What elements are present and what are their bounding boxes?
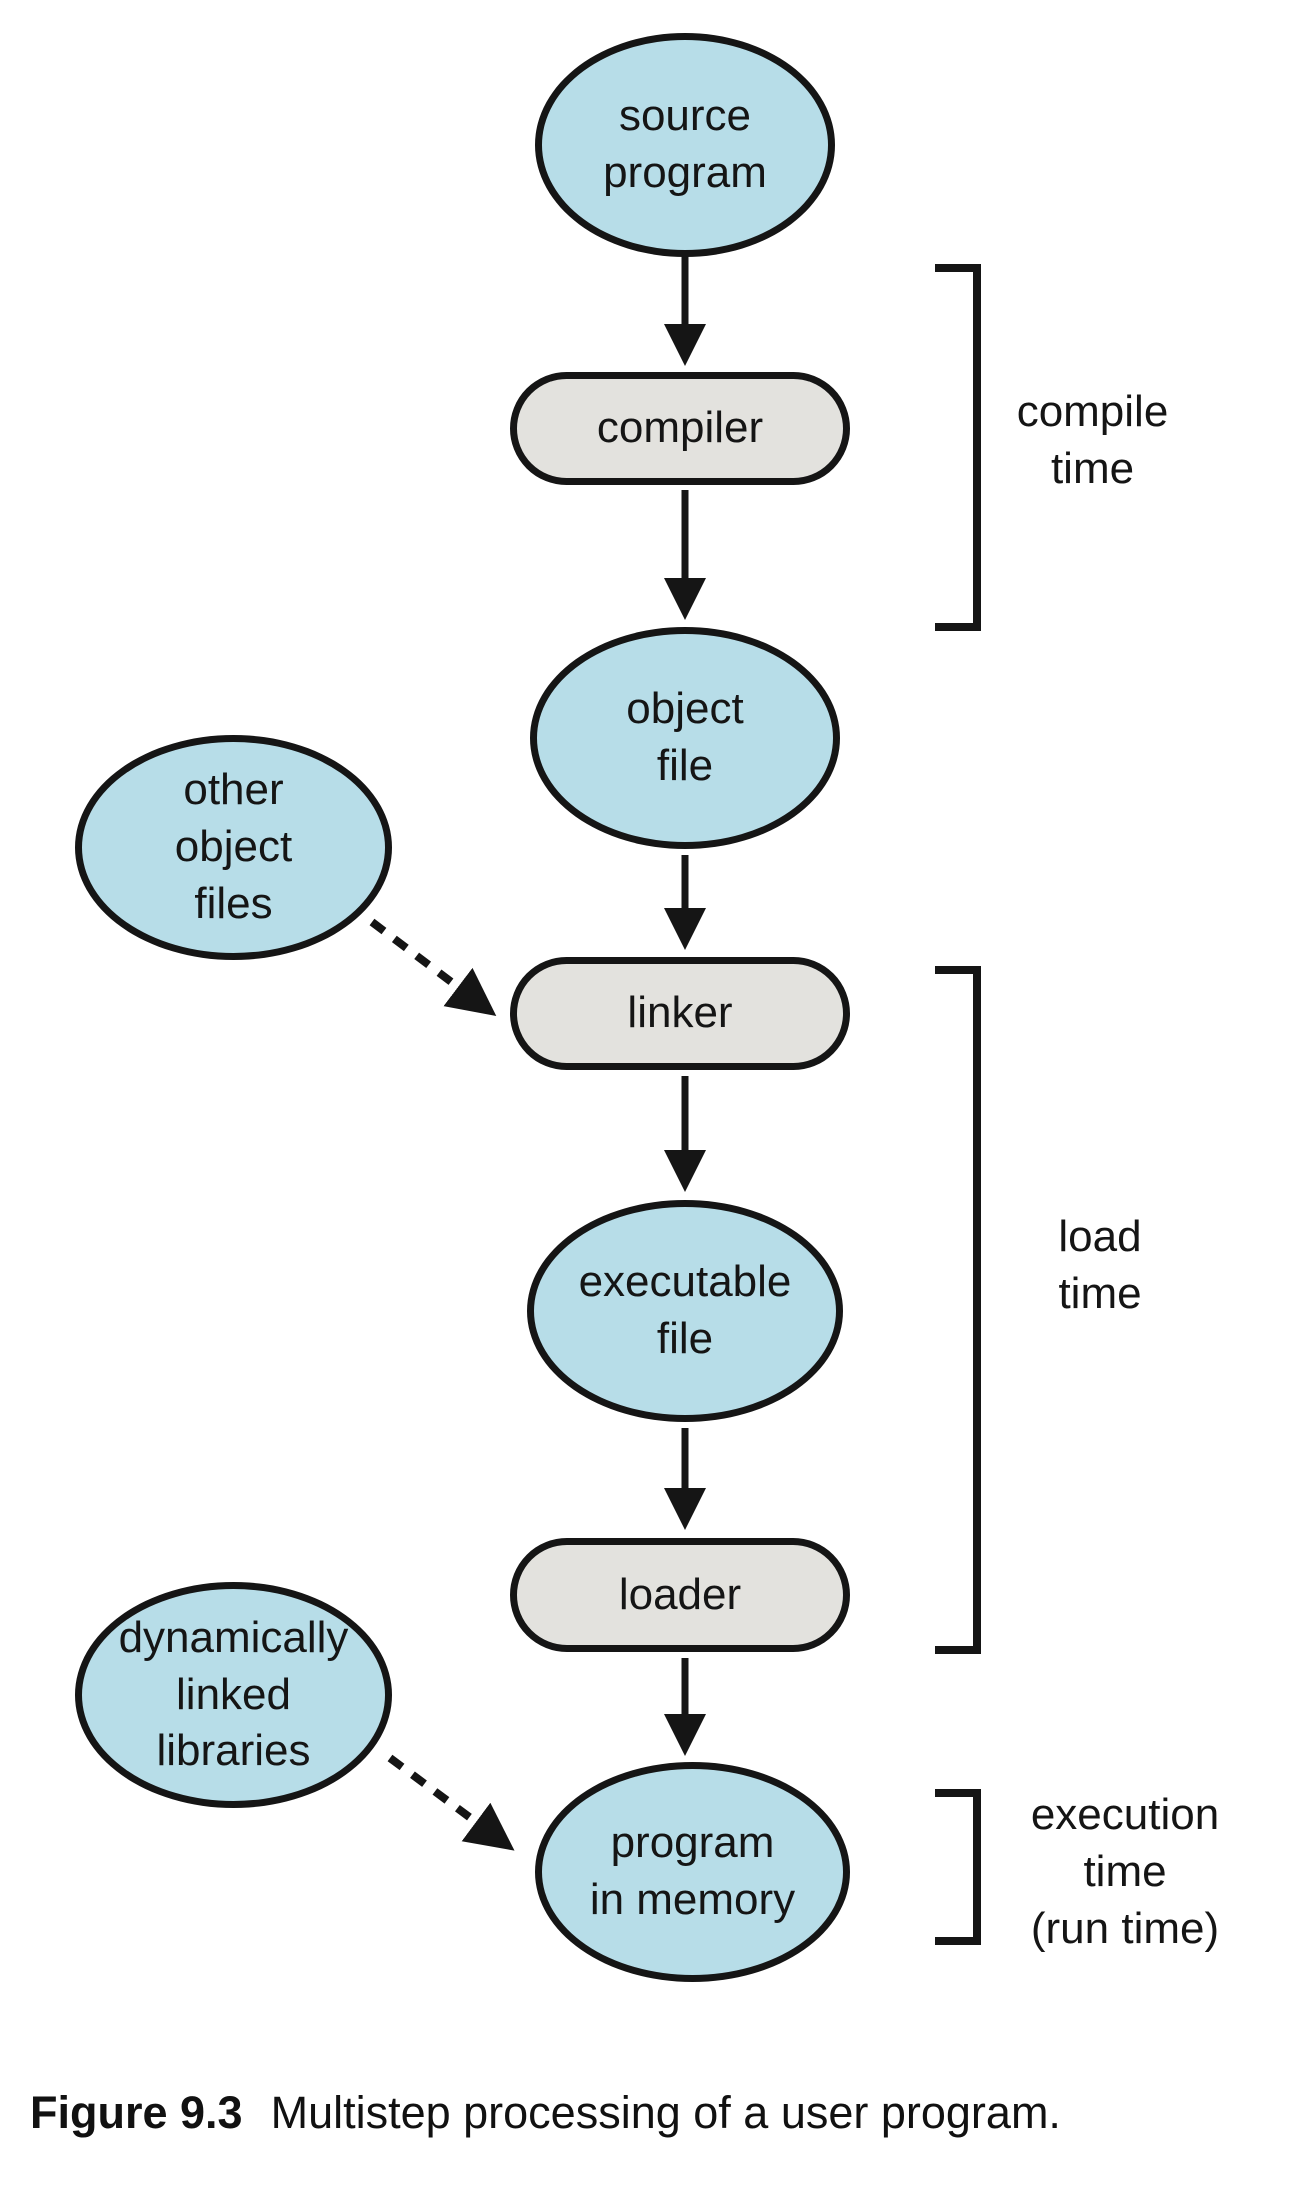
compiler-node: compiler <box>510 372 850 485</box>
dashed-arrow-dlls-to-program-in-memory <box>387 1754 515 1851</box>
loader-label: loader <box>618 1569 742 1619</box>
other-object-files-node: other object files <box>75 735 392 960</box>
program-in-memory-node: program in memory <box>535 1762 850 1982</box>
compile-time-bracket <box>935 264 981 631</box>
dynamically-linked-libraries-node: dynamically linked libraries <box>75 1582 392 1808</box>
object-file-label: object file <box>626 684 744 790</box>
linker-node: linker <box>510 957 850 1070</box>
compiler-label: compiler <box>596 403 764 453</box>
source-program-node: source program <box>535 33 835 257</box>
dynamically-linked-libraries-label: dynamically linked libraries <box>118 1612 349 1776</box>
executable-file-label: executable file <box>578 1257 792 1363</box>
program-in-memory-label: program in memory <box>589 1818 796 1924</box>
figure-number: Figure 9.3 <box>30 2087 243 2138</box>
linker-label: linker <box>627 988 733 1038</box>
object-file-node: object file <box>530 627 840 849</box>
load-time-label: load time <box>1058 1212 1142 1318</box>
loader-node: loader <box>510 1538 850 1652</box>
other-object-files-label: other object files <box>174 765 293 928</box>
figure-caption: Figure 9.3 Multistep processing of a user… <box>30 2086 1280 2140</box>
compile-time-label: compile time <box>1016 387 1169 493</box>
executable-file-node: executable file <box>527 1200 843 1422</box>
source-program-label: source program <box>603 91 767 197</box>
execution-time-label: execution time (run time) <box>1030 1790 1220 1953</box>
execution-time-bracket <box>935 1789 981 1945</box>
figure-caption-text: Multistep processing of a user program. <box>270 2087 1061 2138</box>
load-time-bracket <box>935 966 981 1654</box>
dashed-arrow-other-object-files-to-linker <box>369 918 497 1016</box>
